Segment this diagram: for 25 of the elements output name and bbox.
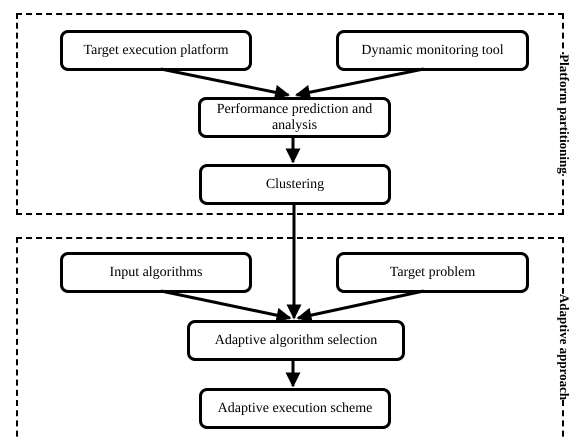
arrow xyxy=(286,136,300,164)
panel-title: Adaptive approach xyxy=(556,294,572,400)
node-label: Input algorithms xyxy=(110,264,202,280)
panel-title: Platform partitioning xyxy=(556,54,572,174)
node-label: Performance prediction and analysis xyxy=(216,102,374,134)
node-label: Dynamic monitoring tool xyxy=(361,42,504,58)
process-box xyxy=(336,252,529,293)
node-label: Adaptive algorithm selection xyxy=(214,332,378,348)
node-label: Target execution platform xyxy=(84,42,228,58)
arrow xyxy=(286,203,302,320)
process-box xyxy=(336,30,529,71)
process-box xyxy=(199,164,391,205)
node-label: Adaptive execution scheme xyxy=(218,400,372,416)
process-box xyxy=(60,30,252,71)
process-box xyxy=(198,97,391,138)
node-label: Target problem xyxy=(390,264,476,280)
arrow xyxy=(296,290,424,322)
arrow xyxy=(160,68,290,100)
node-label: Clustering xyxy=(266,176,324,192)
arrow xyxy=(160,290,292,323)
arrow xyxy=(295,68,424,100)
process-box xyxy=(60,252,252,293)
arrow xyxy=(286,359,300,388)
process-box xyxy=(187,320,405,361)
process-box xyxy=(199,388,391,429)
